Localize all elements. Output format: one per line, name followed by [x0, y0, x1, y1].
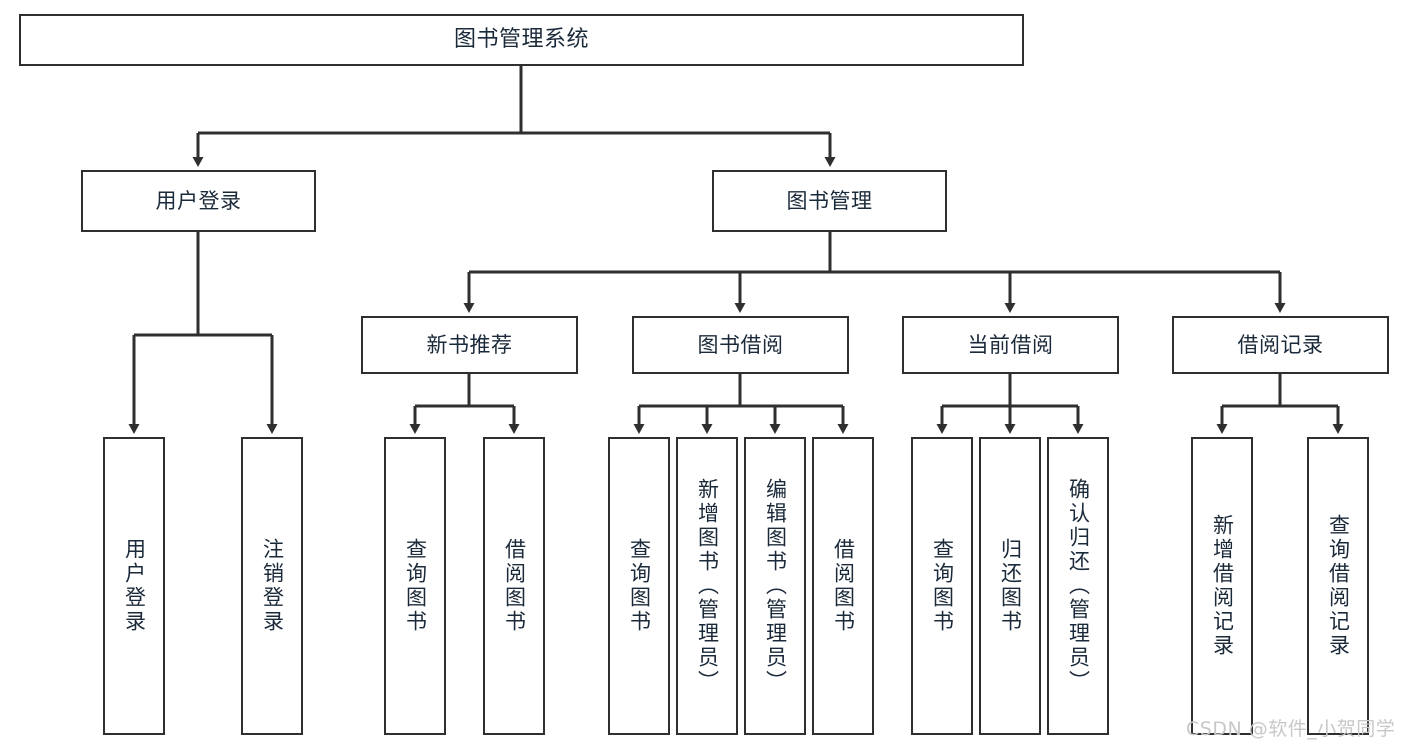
node-book-management[interactable]: 图书管理 [712, 170, 947, 232]
leaf-edit-book-admin[interactable]: 编辑图书（管理员） [744, 437, 806, 735]
node-book-management-label: 图书管理 [786, 188, 873, 213]
node-borrow-record[interactable]: 借阅记录 [1172, 316, 1389, 374]
leaf-user-logout[interactable]: 注销登录 [241, 437, 303, 735]
leaf-borrow-book-new-label: 借阅图书 [502, 538, 527, 634]
node-book-borrow[interactable]: 图书借阅 [632, 316, 849, 374]
leaf-edit-book-admin-label: 编辑图书（管理员） [763, 478, 788, 694]
leaf-add-book-admin[interactable]: 新增图书（管理员） [676, 437, 738, 735]
leaf-return-book-label: 归还图书 [998, 538, 1023, 634]
node-book-borrow-label: 图书借阅 [697, 332, 784, 357]
leaf-add-book-admin-label: 新增图书（管理员） [695, 478, 720, 694]
node-new-book-recommend[interactable]: 新书推荐 [361, 316, 578, 374]
leaf-user-logout-label: 注销登录 [260, 538, 285, 634]
leaf-query-book-borrow-label: 查询图书 [627, 538, 652, 634]
leaf-confirm-return-admin[interactable]: 确认归还（管理员） [1047, 437, 1109, 735]
leaf-borrow-book-label: 借阅图书 [831, 538, 856, 634]
node-current-borrow-label: 当前借阅 [967, 332, 1054, 357]
leaf-add-borrow-record[interactable]: 新增借阅记录 [1191, 437, 1253, 735]
node-borrow-record-label: 借阅记录 [1237, 332, 1324, 357]
csdn-watermark: CSDN @软件_小贺同学 [1186, 718, 1396, 740]
leaf-query-book-new-label: 查询图书 [403, 538, 428, 634]
node-user-login[interactable]: 用户登录 [81, 170, 316, 232]
leaf-query-borrow-record-label: 查询借阅记录 [1326, 514, 1351, 658]
leaf-query-book-borrow[interactable]: 查询图书 [608, 437, 670, 735]
leaf-return-book[interactable]: 归还图书 [979, 437, 1041, 735]
leaf-query-borrow-record[interactable]: 查询借阅记录 [1307, 437, 1369, 735]
leaf-query-book-current-label: 查询图书 [930, 538, 955, 634]
node-root-label: 图书管理系统 [453, 27, 589, 53]
leaf-add-borrow-record-label: 新增借阅记录 [1210, 514, 1235, 658]
node-user-login-label: 用户登录 [155, 188, 242, 213]
leaf-borrow-book-new[interactable]: 借阅图书 [483, 437, 545, 735]
leaf-user-login-label: 用户登录 [122, 538, 147, 634]
node-new-book-recommend-label: 新书推荐 [426, 332, 513, 357]
leaf-confirm-return-admin-label: 确认归还（管理员） [1066, 478, 1091, 694]
node-current-borrow[interactable]: 当前借阅 [902, 316, 1119, 374]
leaf-user-login[interactable]: 用户登录 [103, 437, 165, 735]
node-root[interactable]: 图书管理系统 [19, 14, 1024, 66]
leaf-query-book-new[interactable]: 查询图书 [384, 437, 446, 735]
leaf-query-book-current[interactable]: 查询图书 [911, 437, 973, 735]
leaf-borrow-book[interactable]: 借阅图书 [812, 437, 874, 735]
